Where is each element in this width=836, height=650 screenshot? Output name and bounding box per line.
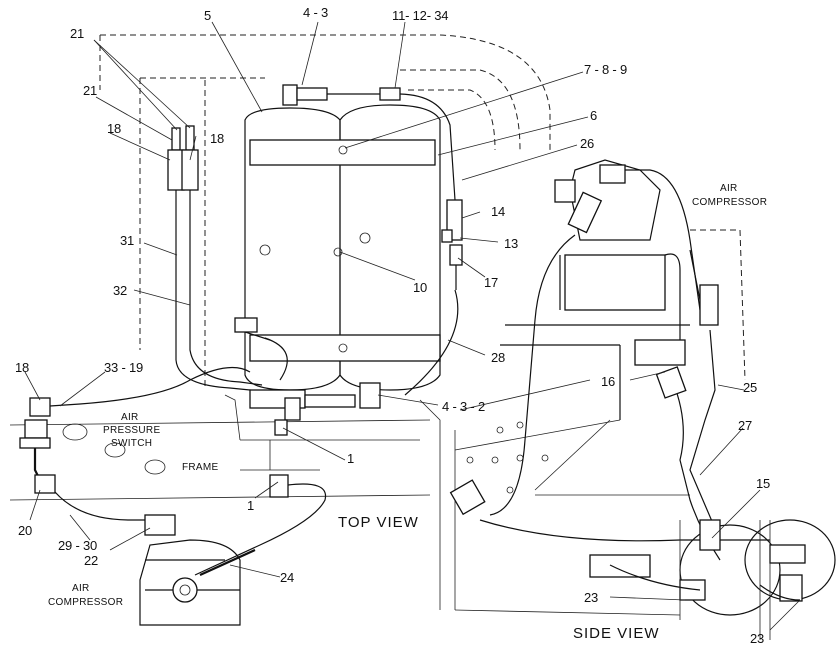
callout-25: 25 xyxy=(743,380,757,395)
caption-air-compressor-left-2: COMPRESSOR xyxy=(48,597,123,608)
callout-23b: 23 xyxy=(750,631,764,646)
callout-1a: 1 xyxy=(347,451,354,466)
lower-fittings xyxy=(234,289,459,436)
caption-air-pressure-switch-1: AIR xyxy=(121,412,139,423)
captions: AIR PRESSURE SWITCH FRAME AIR COMPRESSOR… xyxy=(48,183,767,608)
caption-air-compressor-right-1: AIR xyxy=(720,183,738,194)
callout-26: 26 xyxy=(580,136,594,151)
callout-27: 27 xyxy=(738,418,752,433)
callout-20: 20 xyxy=(18,523,32,538)
top-view-title: TOP VIEW xyxy=(338,514,419,531)
air-pressure-switch xyxy=(19,366,251,521)
callout-5: 5 xyxy=(204,8,211,23)
callout-24: 24 xyxy=(280,570,294,585)
callout-22: 22 xyxy=(84,553,98,568)
callout-labels: 5 4 - 3 11- 12- 34 21 21 18 18 7 - 8 - 9… xyxy=(15,5,770,646)
caption-frame: FRAME xyxy=(182,462,219,473)
callout-23a: 23 xyxy=(584,590,598,605)
air-compressor-left xyxy=(139,474,327,626)
callout-13: 13 xyxy=(504,236,518,251)
callout-14: 14 xyxy=(491,204,505,219)
callout-15: 15 xyxy=(756,476,770,491)
callout-32: 32 xyxy=(113,283,127,298)
callout-6: 6 xyxy=(590,108,597,123)
callout-4-3-top: 4 - 3 xyxy=(303,5,328,20)
caption-air-compressor-right-2: COMPRESSOR xyxy=(692,197,767,208)
callout-17: 17 xyxy=(484,275,498,290)
side-view-engine xyxy=(449,159,836,640)
callout-21b: 21 xyxy=(83,83,97,98)
callout-31: 31 xyxy=(120,233,134,248)
callout-29-30: 29 - 30 xyxy=(58,538,97,553)
caption-air-pressure-switch-3: SWITCH xyxy=(111,438,152,449)
caption-air-compressor-left-1: AIR xyxy=(72,583,90,594)
callout-21a: 21 xyxy=(70,26,84,41)
caption-air-pressure-switch-2: PRESSURE xyxy=(103,425,160,436)
callout-18a: 18 xyxy=(107,121,121,136)
side-view-title: SIDE VIEW xyxy=(573,625,660,642)
callout-18c: 18 xyxy=(15,360,29,375)
callout-4-3-2: 4 - 3 - 2 xyxy=(442,399,485,414)
callout-28: 28 xyxy=(491,350,505,365)
leader-lines xyxy=(24,21,801,631)
top-fittings xyxy=(282,84,463,290)
callout-10: 10 xyxy=(413,280,427,295)
callout-1b: 1 xyxy=(247,498,254,513)
callout-33-19: 33 - 19 xyxy=(104,360,143,375)
callout-16: 16 xyxy=(601,374,615,389)
callout-18b: 18 xyxy=(210,131,224,146)
callout-11-12-34: 11- 12- 34 xyxy=(392,8,448,23)
view-titles: TOP VIEW SIDE VIEW xyxy=(338,514,660,642)
callout-7-8-9: 7 - 8 - 9 xyxy=(584,62,627,77)
air-tanks xyxy=(244,104,441,391)
chassis-outline xyxy=(9,34,551,610)
